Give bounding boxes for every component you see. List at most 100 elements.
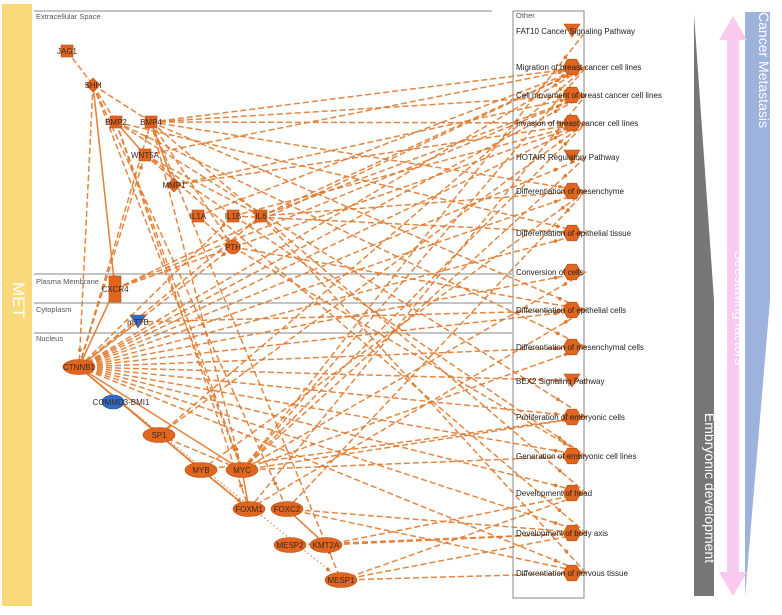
edge-BMP4-DMES xyxy=(150,121,587,192)
edge-arrowhead xyxy=(553,239,558,243)
edges-layer xyxy=(66,30,587,581)
node-label: COMMD3-BMI1 xyxy=(93,398,150,407)
function-dmes[interactable]: Differentiation of mesenchyme xyxy=(516,182,624,200)
node-label: MESP2 xyxy=(276,541,304,550)
label-nucleus: Nucleus xyxy=(36,334,63,343)
node-il1b[interactable]: IL1B xyxy=(225,209,241,223)
node-mesp2[interactable]: MESP2 xyxy=(273,537,307,553)
edge-PTH-DEC xyxy=(232,246,587,311)
node-kmt2a[interactable]: KMT2A xyxy=(309,537,343,553)
node-mesp1[interactable]: MESP1 xyxy=(324,572,358,588)
node-label: IL1B xyxy=(225,212,241,221)
edge-SHH-CXCR4 xyxy=(92,84,116,290)
node-label: WNT5A xyxy=(131,151,160,160)
node-sp1[interactable]: SP1 xyxy=(142,427,176,443)
edge-MYC-MIG xyxy=(241,66,587,471)
function-pec[interactable]: Proliferation of embryonic cells xyxy=(516,408,625,426)
edge-MYC-FAT10 xyxy=(241,30,587,471)
edge-PTH-GEC xyxy=(232,246,587,457)
edge-MYC-HOTAIR xyxy=(241,156,587,471)
edge-SP1-MIG xyxy=(158,66,587,436)
function-dnt[interactable]: Differentiation of nervous tissue xyxy=(516,564,628,582)
edge-BMP4-CMB xyxy=(150,94,587,123)
edge-BMP4-INV xyxy=(150,121,587,124)
function-label: Invasion of breast cancer cell lines xyxy=(516,119,638,128)
function-inv[interactable]: Invasion of breast cancer cell lines xyxy=(516,114,638,132)
edge-MYC-GEC xyxy=(241,455,587,471)
function-bex2[interactable]: BEX2 Signaling Pathway xyxy=(516,373,605,388)
edge-arrowhead xyxy=(553,346,558,351)
edge-arrowhead xyxy=(557,70,562,75)
function-hotair[interactable]: HOTAIR Regulatory Pathway xyxy=(516,149,619,164)
edge-arrowhead xyxy=(557,508,562,513)
edge-CTNNB1-PEC xyxy=(78,366,587,418)
edge-KMT2A-DH xyxy=(325,492,587,546)
function-mig[interactable]: Migration of breast cancer cell lines xyxy=(516,58,641,76)
function-det[interactable]: Differentiation of epithelial tissue xyxy=(516,224,632,242)
edge-BMP4-MYC xyxy=(150,121,243,471)
edge-arrowhead xyxy=(248,223,252,227)
node-label: IL1A xyxy=(190,212,207,221)
function-cmb[interactable]: Cell movement of breast cancer cell line… xyxy=(516,86,662,104)
edge-MESP1-DBA xyxy=(340,532,587,581)
node-commd3bmi1[interactable]: COMMD3-BMI1 xyxy=(93,394,150,410)
edge-WNT5A-GEC xyxy=(144,154,587,457)
edge-arrowhead xyxy=(566,208,570,212)
node-myb[interactable]: MYB xyxy=(184,462,218,478)
node-bmp4[interactable]: BMP4 xyxy=(140,115,162,129)
node-label: FOXC2 xyxy=(274,505,301,514)
edge-arrowhead xyxy=(553,83,558,87)
node-label: MMP1 xyxy=(162,181,186,190)
seesawing-factors-label: Seesawing factors xyxy=(732,250,748,366)
edge-arrowhead xyxy=(273,481,278,486)
function-dec[interactable]: Differentiation of epithelial cells xyxy=(516,301,626,319)
edge-arrowhead xyxy=(553,378,558,382)
node-cxcr4[interactable]: CXCR4 xyxy=(101,275,129,303)
edge-arrowhead xyxy=(553,521,558,525)
edge-BMP4-DH xyxy=(150,121,587,494)
node-mmp1[interactable]: MMP1 xyxy=(162,177,186,193)
node-ctnnb1[interactable]: CTNNB1 xyxy=(62,359,96,375)
function-gec[interactable]: Generation of embryonic cell lines xyxy=(516,447,637,465)
node-mttb[interactable]: mTTB xyxy=(127,314,149,329)
edge-CTNNB1-DET xyxy=(78,232,587,368)
node-myc[interactable]: MYC xyxy=(225,462,259,478)
cancer-metastasis-label: Cancer Metastasis xyxy=(756,12,772,128)
node-label: BMP4 xyxy=(140,118,162,127)
edge-CTNNB1-MYC xyxy=(78,366,243,471)
edge-arrowhead xyxy=(237,498,241,503)
edge-arrowhead xyxy=(558,185,562,189)
function-label: Differentiation of epithelial tissue xyxy=(516,229,632,238)
function-fat10[interactable]: FAT10 Cancer Signaling Pathway xyxy=(516,23,635,38)
edge-arrowhead xyxy=(553,199,558,204)
edge-CTNNB1-IL6 xyxy=(78,215,262,368)
edge-arrowhead xyxy=(558,468,562,473)
function-label: Differentiation of epithelial cells xyxy=(516,306,626,315)
met-band xyxy=(2,4,32,606)
function-dba[interactable]: Development of body axis xyxy=(516,524,608,542)
function-dh[interactable]: Development of head xyxy=(516,484,592,502)
node-label: CTNNB1 xyxy=(63,363,96,372)
function-label: Migration of breast cancer cell lines xyxy=(516,63,641,72)
edge-arrowhead xyxy=(558,296,562,301)
function-dmc[interactable]: Differentiation of mesenchymal cells xyxy=(516,338,644,356)
node-label: mTTB xyxy=(127,318,149,327)
node-foxm1[interactable]: FOXM1 xyxy=(232,501,266,517)
node-il1a[interactable]: IL1A xyxy=(190,209,207,223)
edge-arrowhead xyxy=(556,331,560,336)
edge-CTNNB1-FOXM1 xyxy=(78,366,250,510)
node-jag1[interactable]: JAG1 xyxy=(57,44,78,58)
function-label: Cell movement of breast cancer cell line… xyxy=(516,91,662,100)
node-shh[interactable]: SHH xyxy=(85,77,102,93)
node-bmp2[interactable]: BMP2 xyxy=(105,115,127,129)
edge-WNT5A-MIG xyxy=(144,66,587,156)
node-foxc2[interactable]: FOXC2 xyxy=(270,501,304,517)
edge-BMP2-MYC xyxy=(115,121,243,471)
node-il6[interactable]: IL6 xyxy=(254,209,268,223)
function-conv[interactable]: Conversion of cells xyxy=(516,263,584,281)
function-label: Generation of embryonic cell lines xyxy=(516,452,637,461)
node-pth[interactable]: PTH xyxy=(225,239,241,255)
node-wnt5a[interactable]: WNT5A xyxy=(131,148,160,162)
other-frame xyxy=(512,10,585,599)
